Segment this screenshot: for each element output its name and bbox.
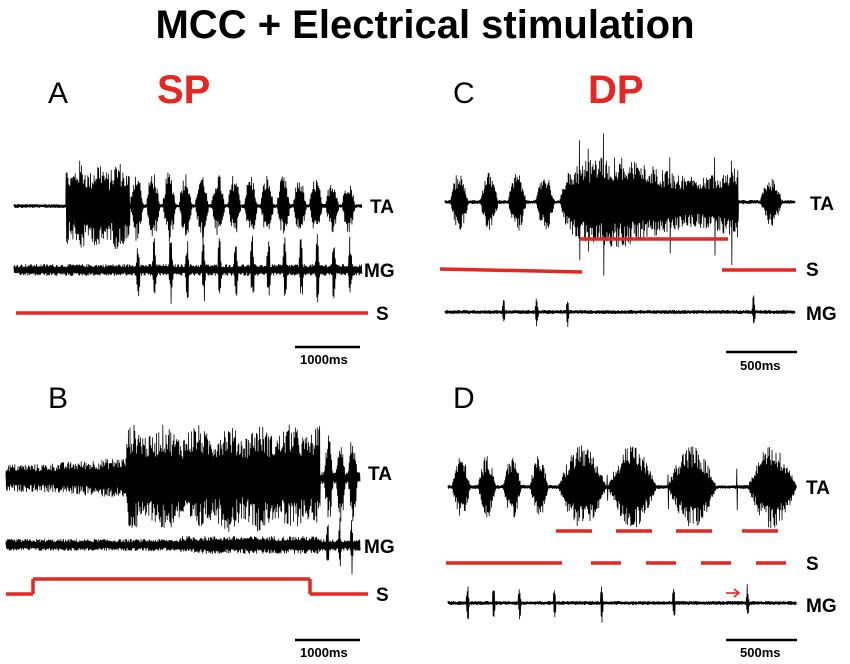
panel-d: D TA S MG 500ms bbox=[446, 382, 837, 660]
panel-c-ta-label: TA bbox=[810, 194, 834, 215]
panel-c-label: C bbox=[453, 77, 475, 110]
panel-d-scale-label: 500ms bbox=[740, 645, 780, 660]
panel-a-label: A bbox=[48, 77, 68, 110]
panel-d-mg-label: MG bbox=[806, 596, 837, 617]
panel-a-stim-label: S bbox=[376, 304, 389, 325]
panel-b-mg-trace bbox=[5, 517, 361, 575]
arrow-icon bbox=[726, 588, 741, 598]
panel-c: C DP TA S MG 500ms bbox=[439, 68, 837, 373]
panel-b-label: B bbox=[48, 382, 68, 415]
panel-a-ta-trace bbox=[13, 160, 363, 250]
panel-c-mg-trace bbox=[444, 295, 796, 328]
panel-a-mg-label: MG bbox=[364, 261, 395, 282]
panel-d-stim-label: S bbox=[806, 554, 819, 575]
panel-b-stim-label: S bbox=[376, 585, 389, 606]
panel-a-condition: SP bbox=[157, 68, 210, 112]
panel-a-scale-label: 1000ms bbox=[300, 352, 348, 367]
panel-a: A SP TA MG S 1000ms bbox=[13, 68, 395, 367]
panel-d-label: D bbox=[453, 382, 475, 415]
panel-c-scale-label: 500ms bbox=[740, 358, 780, 373]
panel-c-stim-label: S bbox=[806, 260, 819, 281]
panel-c-mg-label: MG bbox=[806, 304, 837, 325]
figure-title: MCC + Electrical stimulation bbox=[155, 3, 694, 47]
panel-d-ta-label: TA bbox=[806, 478, 830, 499]
panel-d-ta-trace bbox=[447, 445, 797, 529]
panel-b-ta-label: TA bbox=[368, 464, 392, 485]
panel-b: B TA MG S 1000ms bbox=[5, 382, 395, 660]
panel-c-stim-segment-1 bbox=[439, 267, 583, 274]
panel-a-mg-trace bbox=[13, 234, 363, 304]
panel-c-condition: DP bbox=[588, 68, 644, 112]
panel-b-mg-label: MG bbox=[364, 537, 395, 558]
panel-a-ta-label: TA bbox=[370, 197, 394, 218]
panel-d-mg-trace bbox=[447, 584, 797, 623]
panel-b-ta-trace bbox=[5, 424, 361, 532]
panel-b-scale-label: 1000ms bbox=[300, 645, 348, 660]
panel-c-ta-trace bbox=[444, 133, 796, 276]
